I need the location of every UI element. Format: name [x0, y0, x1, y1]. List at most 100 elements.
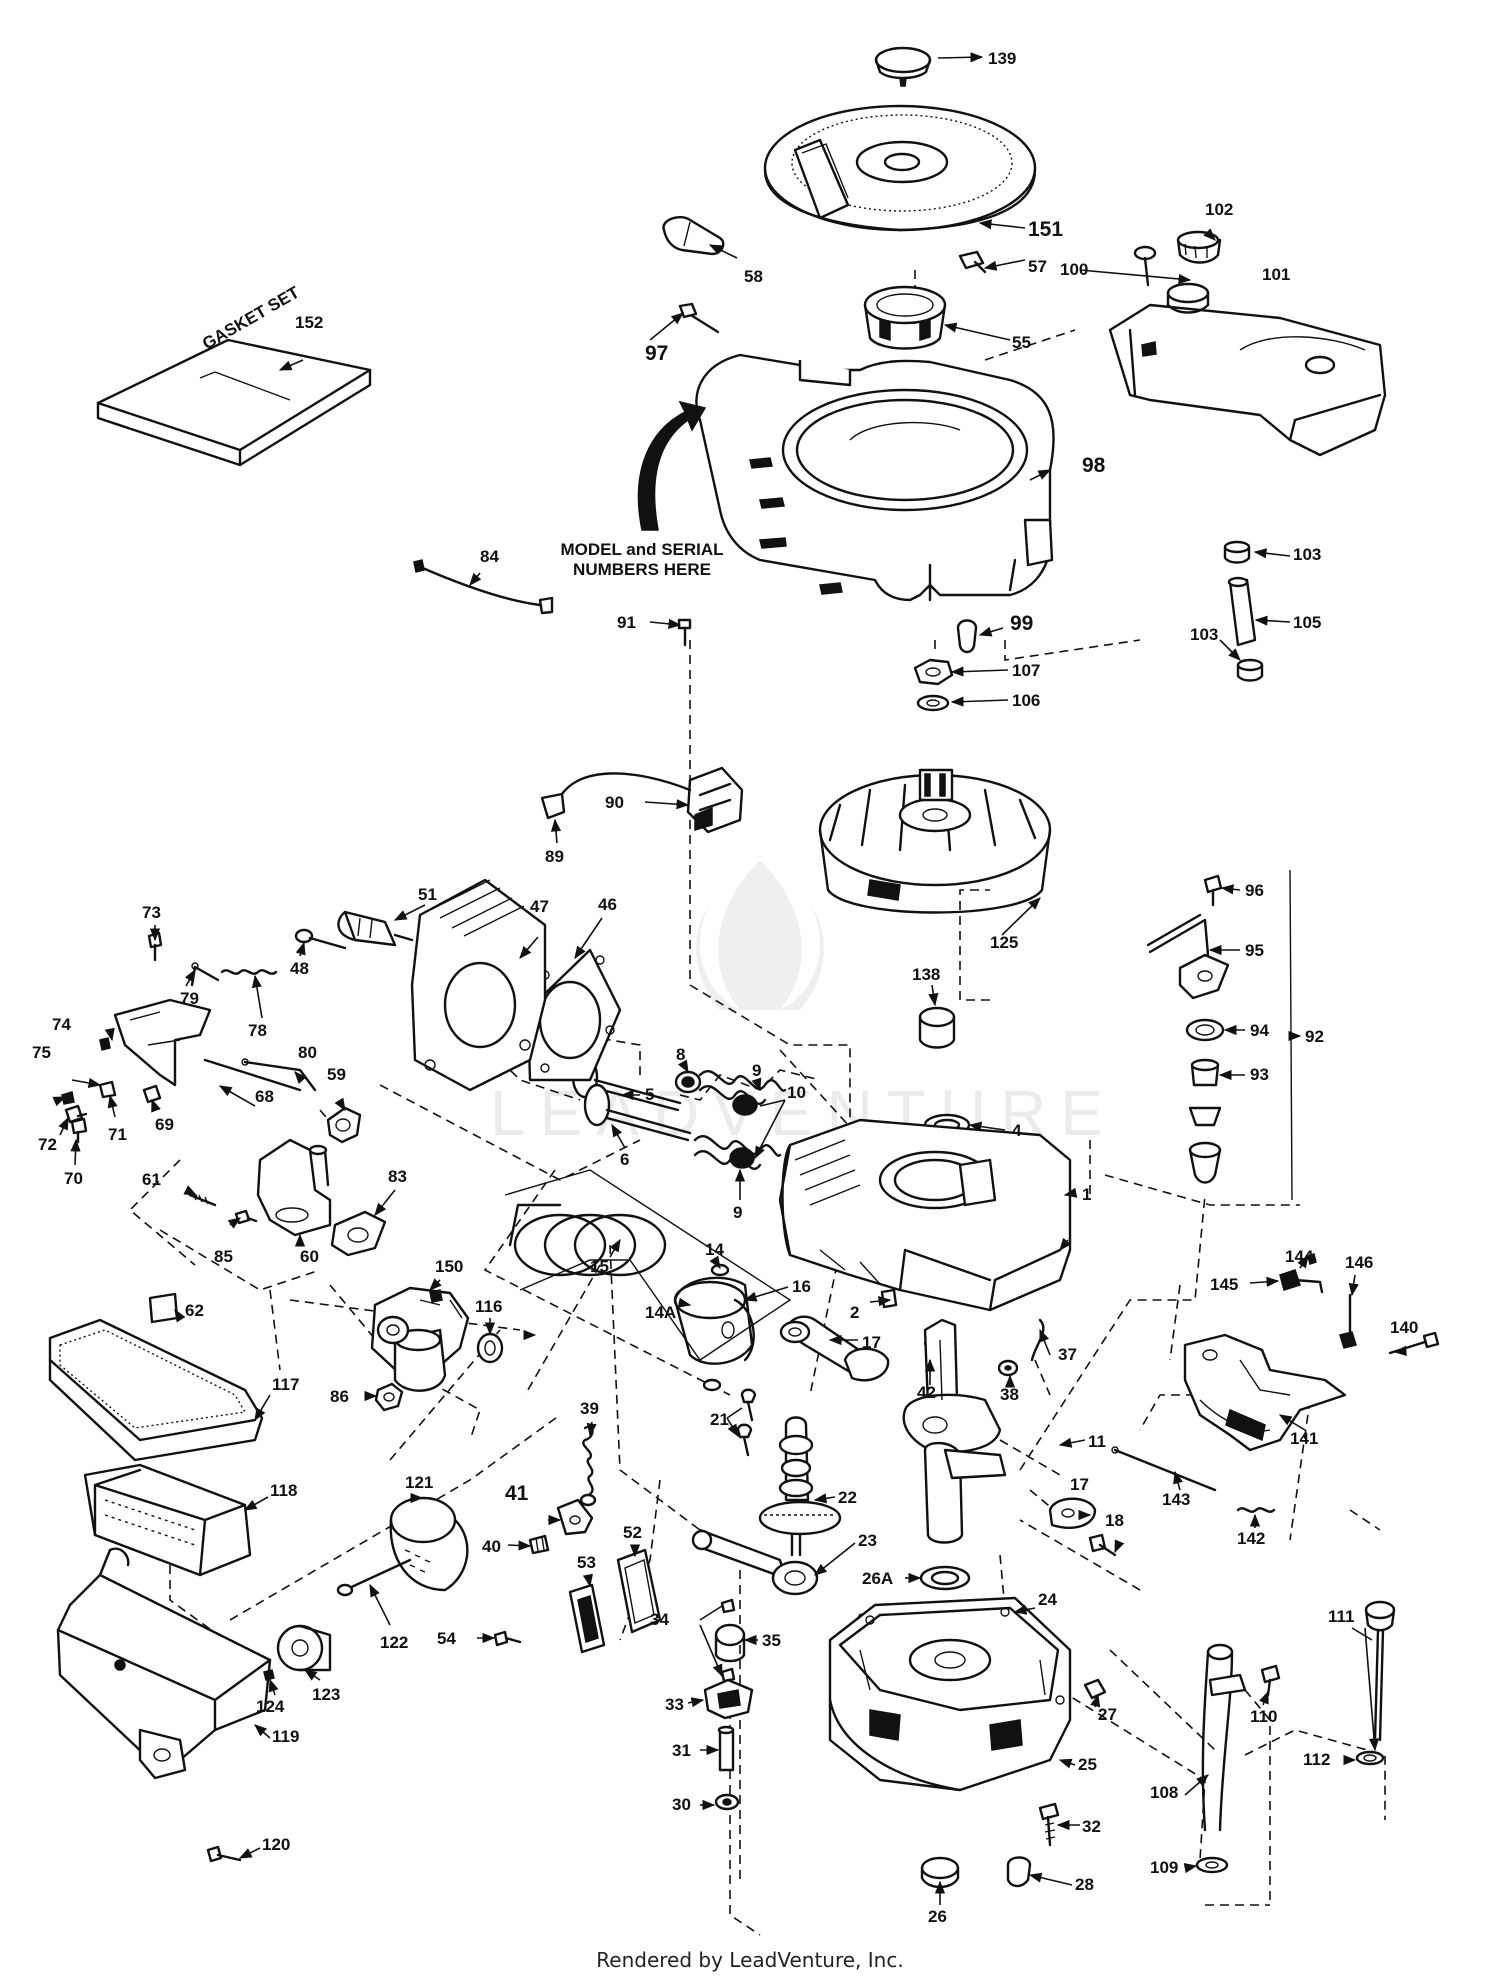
callout-69: 69 [155, 1115, 174, 1134]
part-58-grip [662, 216, 725, 256]
callout-75: 75 [32, 1043, 51, 1062]
callout-138: 138 [912, 965, 940, 984]
part-103-clamp-upper [1223, 540, 1251, 564]
callout-59: 59 [327, 1065, 346, 1084]
callout-123: 123 [312, 1685, 340, 1704]
part-151-rewind-starter [763, 104, 1037, 232]
callout-22: 22 [838, 1488, 857, 1507]
part-85-screw [234, 1209, 258, 1225]
callout-116: 116 [475, 1297, 502, 1316]
part-124-screw [263, 1669, 275, 1681]
part-121-muffler [389, 1496, 469, 1592]
callout-21: 21 [710, 1410, 729, 1429]
part-41-bracket [556, 1498, 594, 1536]
part-60-intake-elbow [256, 1138, 332, 1237]
callout-41: 41 [505, 1482, 529, 1505]
part-70-screw [70, 1117, 88, 1144]
assembly-lines [128, 270, 1386, 1936]
part-143-rod [1111, 1446, 1217, 1492]
part-8-retainer [674, 1070, 702, 1094]
callout-42: 42 [917, 1383, 936, 1402]
callout-14a: 14A [645, 1303, 676, 1322]
callout-34: 34 [650, 1610, 669, 1629]
part-141-control-bracket [1183, 1333, 1347, 1452]
part-78-spring [220, 969, 278, 975]
part-57-screw [958, 250, 987, 274]
callout-73: 73 [142, 903, 161, 922]
callout-144: 144 [1285, 1247, 1314, 1266]
part-99-screw [956, 619, 978, 654]
callout-79: 79 [180, 989, 199, 1008]
callout-5: 5 [645, 1085, 654, 1104]
part-35-gear [714, 1623, 746, 1663]
callout-90: 90 [605, 793, 624, 812]
part-107-nut [913, 658, 954, 686]
part-18-bolt [1088, 1533, 1117, 1557]
part-98-blower-housing [695, 353, 1055, 602]
callout-17-rod: 17 [862, 1333, 881, 1352]
callout-4: 4 [1012, 1121, 1022, 1140]
callout-51: 51 [418, 885, 437, 904]
callout-141: 141 [1290, 1429, 1318, 1448]
callout-37: 37 [1058, 1345, 1077, 1364]
callout-40: 40 [482, 1537, 501, 1556]
callout-96: 96 [1245, 881, 1264, 900]
part-100-screw [1133, 245, 1157, 287]
callout-71: 71 [108, 1125, 127, 1144]
part-59-gasket [326, 1106, 362, 1144]
part-145-switch [1279, 1269, 1324, 1294]
callout-121: 121 [405, 1473, 433, 1492]
callout-57: 57 [1028, 257, 1047, 276]
callout-14: 14 [705, 1240, 724, 1259]
part-146-link [1339, 1293, 1357, 1349]
part-72-screw [64, 1104, 88, 1124]
part-37-breather-wire [1030, 1318, 1045, 1362]
callout-26: 26 [928, 1907, 947, 1926]
part-101-fuel-tank [1108, 282, 1387, 457]
callout-86: 86 [330, 1387, 349, 1406]
part-95-plate [1178, 953, 1230, 1000]
part-80-link [241, 1058, 317, 1092]
part-86-nut [374, 1382, 404, 1412]
callout-145: 145 [1210, 1275, 1238, 1294]
part-122-bolt [336, 1558, 412, 1597]
callout-83: 83 [388, 1167, 407, 1186]
part-26a-seal [919, 1565, 971, 1591]
callout-109: 109 [1150, 1858, 1178, 1877]
part-123-spacer [276, 1624, 332, 1672]
callout-112: 112 [1303, 1750, 1330, 1769]
callout-93: 93 [1250, 1065, 1269, 1084]
part-108-dipstick-tube [1201, 1643, 1247, 1832]
part-150-carburetor [370, 1286, 470, 1392]
part-105-fuel-hose [1227, 576, 1257, 647]
callout-98: 98 [1082, 454, 1106, 477]
part-97-screw [678, 302, 720, 334]
callout-leaders [52, 52, 1407, 1905]
part-51-spark-plug [337, 910, 414, 947]
part-30-washer [714, 1793, 740, 1811]
part-96-screw [1203, 874, 1223, 907]
part-34-pin [720, 1598, 736, 1614]
part-103-clamp-lower [1236, 658, 1264, 682]
callout-39: 39 [580, 1399, 599, 1418]
part-15-piston-rings [508, 1203, 667, 1277]
callout-92: 92 [1305, 1027, 1324, 1046]
callout-31: 31 [672, 1741, 691, 1760]
part-31-plunger [717, 1725, 735, 1772]
part-112-o-ring [1355, 1750, 1385, 1766]
part-17-rod-cap [1048, 1497, 1097, 1529]
callout-16: 16 [792, 1277, 811, 1296]
part-92-bracket [1289, 869, 1293, 1201]
callout-150: 150 [435, 1257, 463, 1276]
callout-47: 47 [530, 897, 549, 916]
part-119-air-cleaner-base [56, 1547, 272, 1780]
callout-151: 151 [1028, 218, 1063, 241]
part-93-filter [1188, 1106, 1222, 1127]
part-16-box [504, 1169, 792, 1361]
callout-110: 110 [1250, 1707, 1277, 1726]
callout-2: 2 [850, 1303, 859, 1322]
callout-118: 118 [270, 1481, 297, 1500]
callout-30: 30 [672, 1795, 691, 1814]
callout-106: 106 [1012, 691, 1040, 710]
callout-26a: 26A [862, 1569, 893, 1588]
